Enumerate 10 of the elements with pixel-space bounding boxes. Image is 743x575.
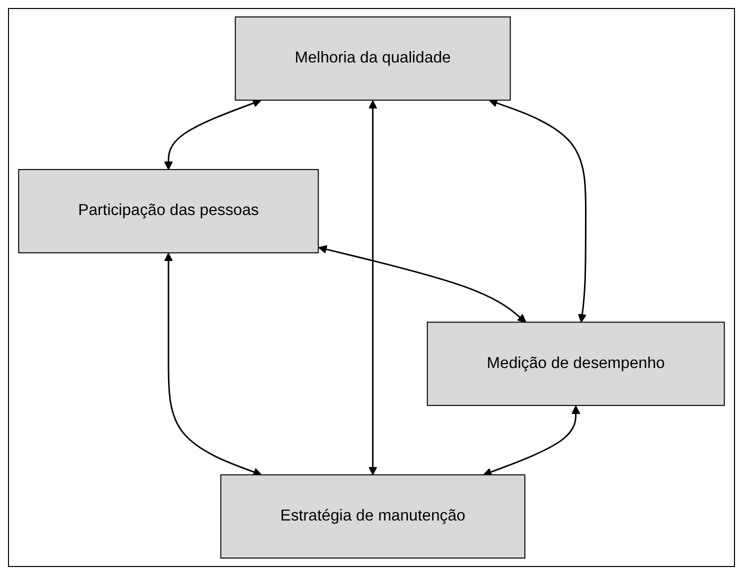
arrow xyxy=(164,98,262,170)
node-box: Estratégia de manutenção xyxy=(220,474,526,559)
arrow xyxy=(164,252,262,476)
node-box: Medição de desempenho xyxy=(426,322,725,406)
node-box: Participação das pessoas xyxy=(18,169,319,254)
node-box: Melhoria da qualidade xyxy=(234,16,511,101)
arrow xyxy=(368,100,378,476)
arrow xyxy=(488,98,587,323)
arrow xyxy=(318,245,526,323)
arrow xyxy=(483,405,580,476)
